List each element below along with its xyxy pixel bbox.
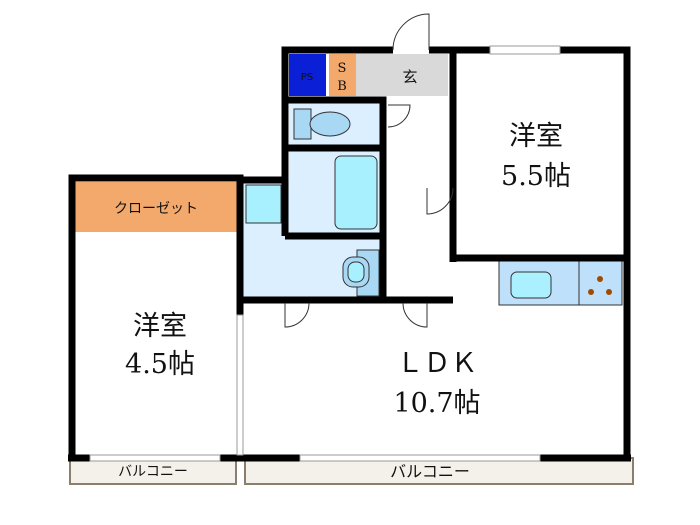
sb-label-b: B <box>337 79 347 94</box>
room-left-name: 洋室 <box>133 311 187 342</box>
balcony-left: バルコニー <box>69 457 237 485</box>
stove-icon <box>588 276 612 295</box>
shoe-box <box>329 54 356 96</box>
closet-label: クローゼット <box>114 201 198 217</box>
washing-machine-icon <box>245 184 282 224</box>
toilet-icon <box>293 108 351 140</box>
balcony-right-label: バルコニー <box>390 462 470 481</box>
closet <box>75 182 237 232</box>
sb-label-s: S <box>338 61 347 76</box>
entrance-label: 玄 <box>402 68 417 86</box>
entrance <box>356 54 448 96</box>
bathtub-icon <box>334 155 378 230</box>
ps-box <box>289 54 326 96</box>
room-right-name: 洋室 <box>509 121 563 152</box>
ldk-size: 10.7帖 <box>393 388 480 419</box>
room-left-size: 4.5帖 <box>125 349 195 380</box>
balcony-right: バルコニー <box>244 457 634 485</box>
ps-label: PS <box>301 72 313 83</box>
doors <box>89 13 561 462</box>
ldk-name: ＬＤＫ <box>397 348 478 379</box>
kitchen-counter <box>498 260 623 306</box>
balcony-left-label: バルコニー <box>118 464 188 480</box>
room-right-size: 5.5帖 <box>501 161 571 192</box>
sink-icon <box>510 271 552 299</box>
wash-basin-icon <box>342 249 380 297</box>
